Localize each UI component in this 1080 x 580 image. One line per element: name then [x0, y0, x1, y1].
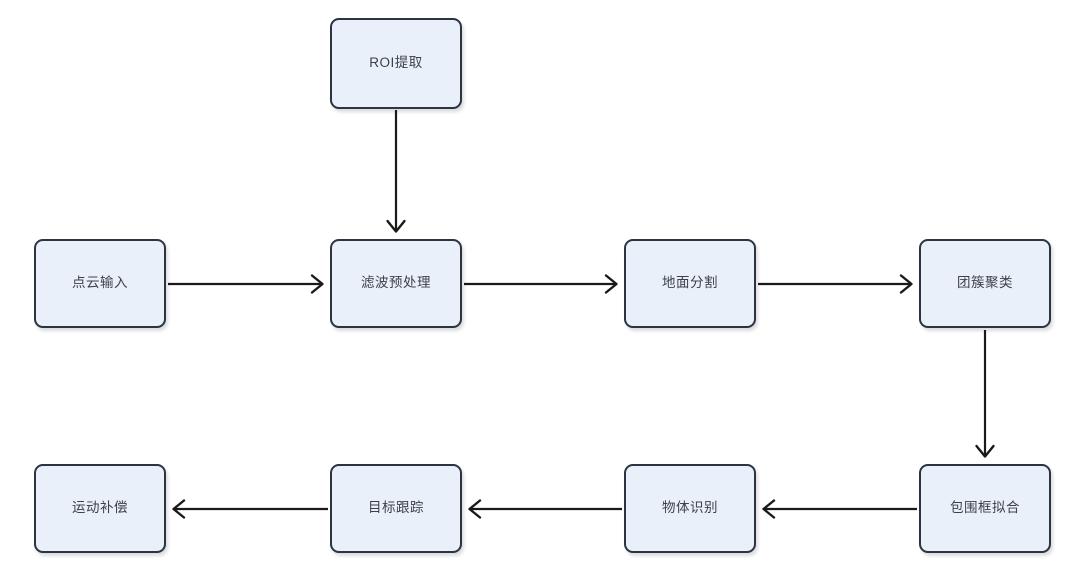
- node-label: 包围框拟合: [950, 500, 1020, 516]
- node-label: 地面分割: [662, 275, 718, 291]
- edge-bbox-to-recognize: [762, 499, 917, 519]
- node-label: 运动补偿: [72, 500, 128, 516]
- node-ground-segmentation[interactable]: 地面分割: [624, 239, 756, 328]
- node-label: 点云输入: [72, 275, 128, 291]
- node-object-recognition[interactable]: 物体识别: [624, 464, 756, 553]
- node-label: 物体识别: [662, 500, 718, 516]
- node-roi-extraction[interactable]: ROI提取: [330, 18, 462, 109]
- edge-roi-to-filter: [386, 110, 406, 233]
- node-label: 滤波预处理: [361, 275, 431, 291]
- edge-cluster-to-bbox: [975, 330, 995, 458]
- node-label: 团簇聚类: [957, 275, 1013, 291]
- edge-track-to-motion: [172, 499, 328, 519]
- node-motion-compensation[interactable]: 运动补偿: [34, 464, 166, 553]
- node-filter-preprocessing[interactable]: 滤波预处理: [330, 239, 462, 328]
- edge-filter-to-ground: [464, 274, 618, 294]
- node-point-cloud-input[interactable]: 点云输入: [34, 239, 166, 328]
- node-bounding-box-fitting[interactable]: 包围框拟合: [919, 464, 1051, 553]
- edge-input-to-filter: [168, 274, 324, 294]
- node-cluster-clustering[interactable]: 团簇聚类: [919, 239, 1051, 328]
- edge-recognize-to-track: [468, 499, 622, 519]
- edge-ground-to-cluster: [758, 274, 913, 294]
- node-label: 目标跟踪: [368, 500, 424, 516]
- node-target-tracking[interactable]: 目标跟踪: [330, 464, 462, 553]
- node-label: ROI提取: [369, 55, 423, 71]
